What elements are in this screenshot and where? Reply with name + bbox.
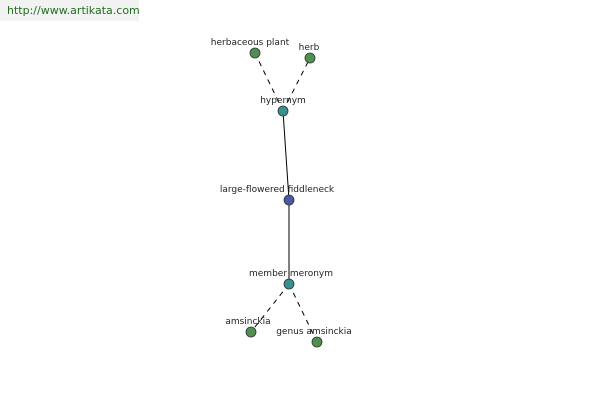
node-herb[interactable]: [304, 52, 316, 64]
edge-hypernym-to-herbaceous-plant: [254, 52, 284, 112]
node-herbaceous-plant[interactable]: [249, 47, 261, 59]
node-amsinckia[interactable]: [245, 326, 257, 338]
node-label-genus-amsinckia: genus amsinckia: [276, 327, 352, 337]
node-member-meronym[interactable]: [283, 278, 295, 290]
labels-layer: herbaceous plant herb hypernym large-flower…: [211, 38, 352, 337]
node-label-member-meronym: member meronym: [249, 269, 333, 279]
node-label-herb: herb: [299, 43, 320, 53]
nodes-layer: [245, 47, 323, 348]
node-label-herbaceous-plant: herbaceous plant: [211, 38, 290, 48]
node-genus-amsinckia[interactable]: [311, 336, 323, 348]
node-hypernym[interactable]: [277, 105, 289, 117]
site-url-link[interactable]: http://www.artikata.com: [0, 0, 139, 21]
edge-member-meronym-to-genus-amsinckia: [288, 283, 318, 343]
edges-layer: [250, 52, 318, 343]
node-label-large-flowered-fiddleneck: large-flowered fiddleneck: [220, 185, 335, 195]
node-label-hypernym: hypernym: [260, 96, 306, 106]
node-label-amsinckia: amsinckia: [225, 317, 270, 327]
edge-large-flowered-fiddleneck-to-hypernym: [282, 110, 290, 201]
edge-member-meronym-to-amsinckia: [250, 283, 290, 333]
node-large-flowered-fiddleneck[interactable]: [283, 194, 295, 206]
